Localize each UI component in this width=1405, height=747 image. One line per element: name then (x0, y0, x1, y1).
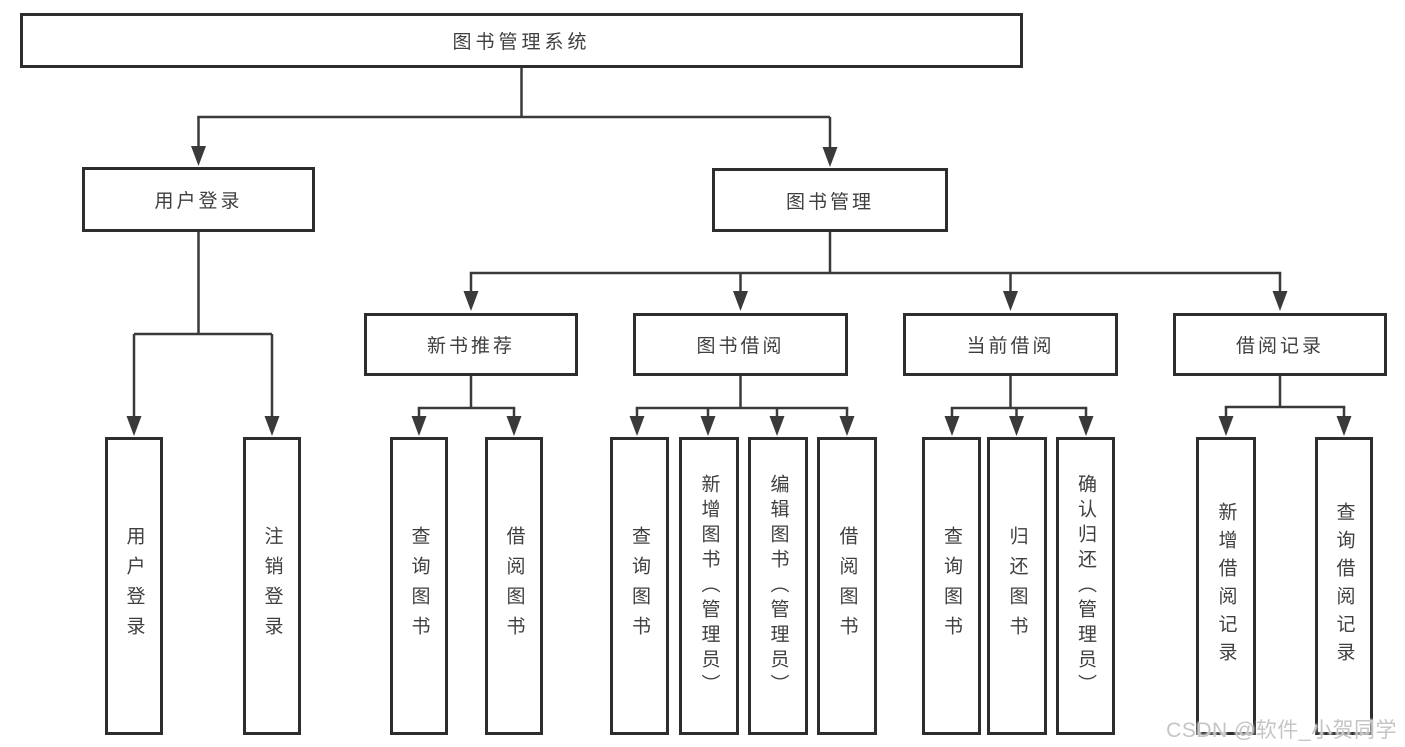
leaf-cb-return-book-label: 归还图书 (1006, 526, 1028, 646)
node-current-borrowing-label: 当前借阅 (966, 336, 1055, 357)
leaf-cb-query-book-label: 查询图书 (941, 526, 962, 646)
leaf-bb-add-book-label: 新增图书（管理员） (698, 473, 720, 699)
node-current-borrowing: 当前借阅 (903, 313, 1118, 376)
leaf-br-query-record: 查询借阅记录 (1315, 437, 1373, 735)
leaf-user-login: 用户登录 (105, 437, 163, 735)
node-book-borrowing-label: 图书借阅 (696, 336, 785, 357)
node-root: 图书管理系统 (20, 13, 1023, 68)
leaf-logout: 注销登录 (243, 437, 301, 735)
leaf-bb-add-book: 新增图书（管理员） (679, 437, 739, 735)
node-user-login-label: 用户登录 (154, 191, 243, 212)
leaf-br-add-record: 新增借阅记录 (1196, 437, 1256, 735)
leaf-br-add-record-label: 新增借阅记录 (1215, 502, 1237, 670)
leaf-nb-borrow-book: 借阅图书 (485, 437, 543, 735)
leaf-bb-borrow-book: 借阅图书 (817, 437, 877, 735)
node-book-management: 图书管理 (712, 168, 948, 232)
node-book-borrowing: 图书借阅 (633, 313, 848, 376)
leaf-bb-edit-book-label: 编辑图书（管理员） (767, 473, 789, 699)
node-new-book-recommend-label: 新书推荐 (426, 336, 515, 357)
node-root-label: 图书管理系统 (452, 32, 591, 53)
leaf-bb-query-book: 查询图书 (610, 437, 669, 735)
csdn-watermark: CSDN @软件_小贺同学 (1166, 719, 1397, 742)
leaf-user-login-label: 用户登录 (123, 526, 145, 646)
node-borrow-records: 借阅记录 (1173, 313, 1387, 376)
leaf-cb-confirm-return: 确认归还（管理员） (1056, 437, 1115, 735)
leaf-bb-edit-book: 编辑图书（管理员） (748, 437, 808, 735)
node-new-book-recommend: 新书推荐 (364, 313, 578, 376)
leaf-nb-query-book: 查询图书 (390, 437, 448, 735)
leaf-cb-return-book: 归还图书 (987, 437, 1047, 735)
leaf-nb-query-book-label: 查询图书 (408, 526, 430, 646)
arrowheads (126, 146, 1352, 436)
node-user-login: 用户登录 (82, 167, 315, 232)
node-book-management-label: 图书管理 (785, 191, 874, 213)
node-borrow-records-label: 借阅记录 (1235, 336, 1324, 357)
leaf-bb-query-book-label: 查询图书 (629, 526, 650, 646)
leaf-logout-label: 注销登录 (261, 526, 283, 646)
leaf-bb-borrow-book-label: 借阅图书 (836, 526, 858, 646)
leaf-cb-confirm-return-label: 确认归还（管理员） (1075, 473, 1096, 699)
leaf-nb-borrow-book-label: 借阅图书 (503, 526, 525, 646)
leaf-br-query-record-label: 查询借阅记录 (1333, 502, 1355, 670)
leaf-cb-query-book: 查询图书 (922, 437, 981, 735)
